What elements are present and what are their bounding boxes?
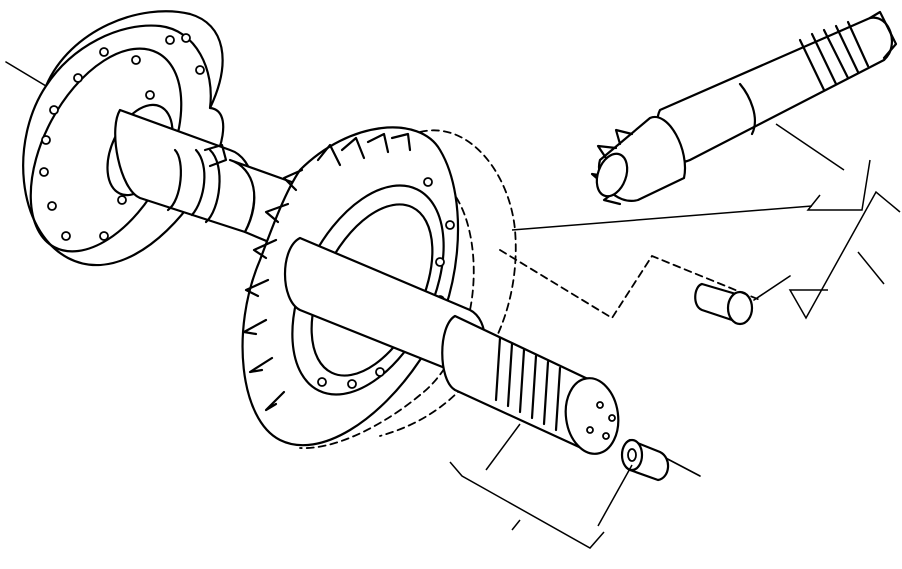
pinion-shaft-icon xyxy=(590,10,898,206)
bushing-icon xyxy=(620,438,670,482)
rivet-pin-icon xyxy=(694,275,791,326)
splined-shaft-icon xyxy=(283,236,701,477)
leader-lines xyxy=(449,123,901,549)
